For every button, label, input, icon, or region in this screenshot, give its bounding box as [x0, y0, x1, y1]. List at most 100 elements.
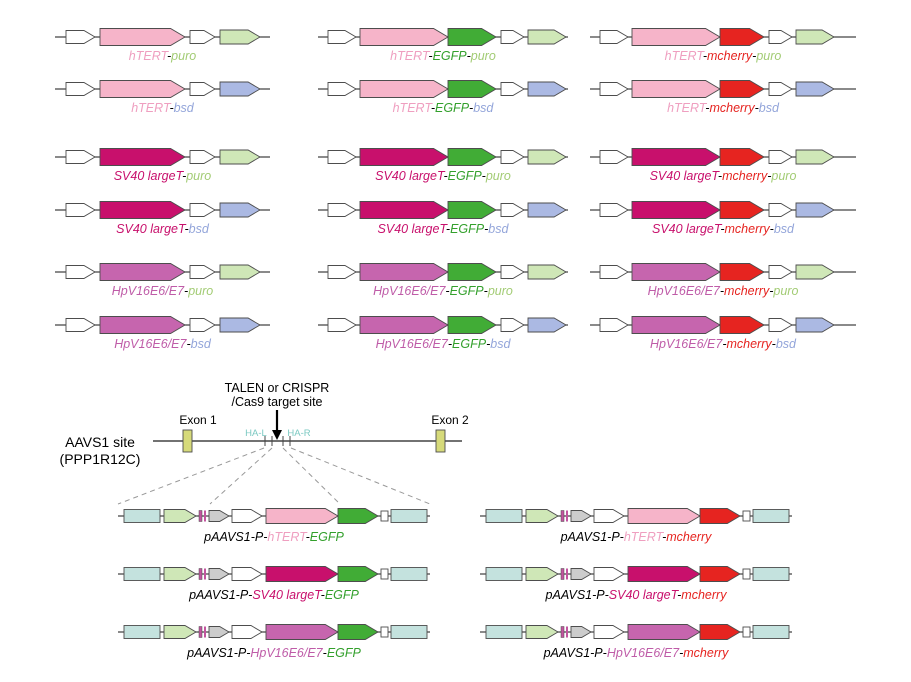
small-gray-arrow: [208, 626, 230, 638]
marker-arrow: [719, 148, 765, 166]
promoter-arrow: [599, 150, 629, 164]
promoter-arrow: [768, 150, 793, 164]
gene-arrow: [627, 566, 701, 582]
resistance-arrow: [219, 317, 261, 333]
construct-label: hTERT-puro: [129, 49, 196, 63]
construct-label: hTERT-mcherry-bsd: [667, 101, 780, 115]
promoter-arrow: [500, 318, 525, 332]
construct-label: HpV16E6/E7-EGFP-bsd: [376, 337, 512, 351]
gene-arrow: [631, 148, 721, 166]
promoter-arrow: [500, 150, 525, 164]
gene-arrow: [99, 201, 186, 219]
exon2-box: [435, 429, 446, 453]
ha-r-box: [390, 567, 428, 581]
top-construct-hpv16e6e7-mcherry-puro: HpV16E6/E7-mcherry-puro: [590, 263, 856, 298]
ha-l-box: [485, 509, 523, 523]
top-construct-sv40larget-egfp-puro: SV40 largeT-EGFP-puro: [318, 148, 568, 183]
construct-label: HpV16E6/E7-mcherry-puro: [648, 284, 799, 298]
polya-box: [742, 568, 751, 580]
top-construct-sv40larget-puro: SV40 largeT-puro: [55, 148, 270, 183]
paavs1-construct-htert-mcherry: pAAVS1-P-hTERT-mcherry: [480, 508, 792, 544]
promoter-arrow: [768, 30, 793, 44]
resistance-arrow: [795, 202, 835, 218]
ha-l-box: [485, 625, 523, 639]
top-construct-hpv16e6e7-bsd: HpV16E6/E7-bsd: [55, 316, 270, 351]
gene-arrow: [359, 263, 449, 281]
marker-arrow: [719, 80, 765, 98]
marker-arrow: [447, 80, 497, 98]
resistance-arrow: [795, 317, 835, 333]
gene-arrow: [99, 263, 186, 281]
marker-arrow: [699, 508, 741, 524]
promoter-arrow: [768, 318, 793, 332]
selection-arrow: [525, 509, 559, 523]
insulator-mark: [198, 510, 203, 522]
construct-label: pAAVS1-P-hTERT-EGFP: [203, 530, 344, 544]
construct-label: hTERT-EGFP-bsd: [393, 101, 495, 115]
marker-arrow: [719, 28, 765, 46]
target-site-label-line2: /Cas9 target site: [231, 395, 322, 409]
resistance-arrow: [527, 81, 567, 97]
gene-arrow: [99, 316, 186, 334]
gene-arrow: [631, 316, 721, 334]
promoter-arrow: [231, 567, 263, 581]
gene-arrow: [359, 201, 449, 219]
gene-arrow: [627, 624, 701, 640]
promoter-arrow: [500, 82, 525, 96]
selection-arrow: [163, 509, 197, 523]
promoter-arrow: [65, 265, 96, 279]
insulator-mark: [204, 510, 206, 522]
marker-arrow: [699, 624, 741, 640]
selection-arrow: [525, 625, 559, 639]
promoter-arrow: [189, 265, 216, 279]
ha-r-box: [752, 509, 790, 523]
gene-arrow: [359, 80, 449, 98]
ha-r-box: [752, 567, 790, 581]
promoter-arrow: [768, 203, 793, 217]
resistance-arrow: [219, 264, 261, 280]
top-construct-hpv16e6e7-puro: HpV16E6/E7-puro: [55, 263, 270, 298]
top-construct-sv40larget-bsd: SV40 largeT-bsd: [55, 201, 270, 236]
promoter-arrow: [189, 30, 216, 44]
small-gray-arrow: [208, 510, 230, 522]
ha-l-box: [123, 567, 161, 581]
insulator-mark: [566, 626, 568, 638]
construct-label: HpV16E6/E7-EGFP-puro: [373, 284, 513, 298]
construct-label: SV40 largeT-EGFP-puro: [375, 169, 511, 183]
paavs1-construct-sv40larget-mcherry: pAAVS1-P-SV40 largeT-mcherry: [480, 566, 792, 602]
exon1-box: [182, 429, 193, 453]
construct-label: pAAVS1-P-hTERT-mcherry: [560, 530, 713, 544]
insulator-mark: [566, 510, 568, 522]
gene-arrow: [631, 263, 721, 281]
paavs1-construct-sv40larget-egfp: pAAVS1-P-SV40 largeT-EGFP: [118, 566, 430, 602]
promoter-arrow: [500, 203, 525, 217]
construct-label: pAAVS1-P-SV40 largeT-mcherry: [545, 588, 728, 602]
marker-arrow: [719, 263, 765, 281]
polya-box: [380, 568, 389, 580]
paavs1-construct-htert-egfp: pAAVS1-P-hTERT-EGFP: [118, 508, 430, 544]
insulator-mark: [560, 568, 565, 580]
resistance-arrow: [527, 317, 567, 333]
ha-r-box: [390, 509, 428, 523]
construct-label: hTERT-EGFP-puro: [390, 49, 496, 63]
small-gray-arrow: [208, 568, 230, 580]
gene-arrow: [631, 201, 721, 219]
gene-arrow: [265, 508, 339, 524]
construct-label: SV40 largeT-mcherry-puro: [650, 169, 797, 183]
resistance-arrow: [795, 81, 835, 97]
ha-l-box: [485, 567, 523, 581]
construct-label: SV40 largeT-bsd: [116, 222, 210, 236]
expansion-dashed-line: [290, 447, 431, 505]
paavs1-construct-hpv16e6e7-egfp: pAAVS1-P-HpV16E6/E7-EGFP: [118, 624, 430, 660]
construct-label: pAAVS1-P-HpV16E6/E7-EGFP: [186, 646, 361, 660]
promoter-arrow: [327, 150, 357, 164]
ha-r-box: [752, 625, 790, 639]
marker-arrow: [719, 316, 765, 334]
promoter-arrow: [599, 318, 629, 332]
aavs1-site-label-line2: (PPP1R12C): [60, 451, 141, 467]
ha-r-label: HA-R: [287, 428, 310, 439]
gene-arrow: [631, 28, 721, 46]
